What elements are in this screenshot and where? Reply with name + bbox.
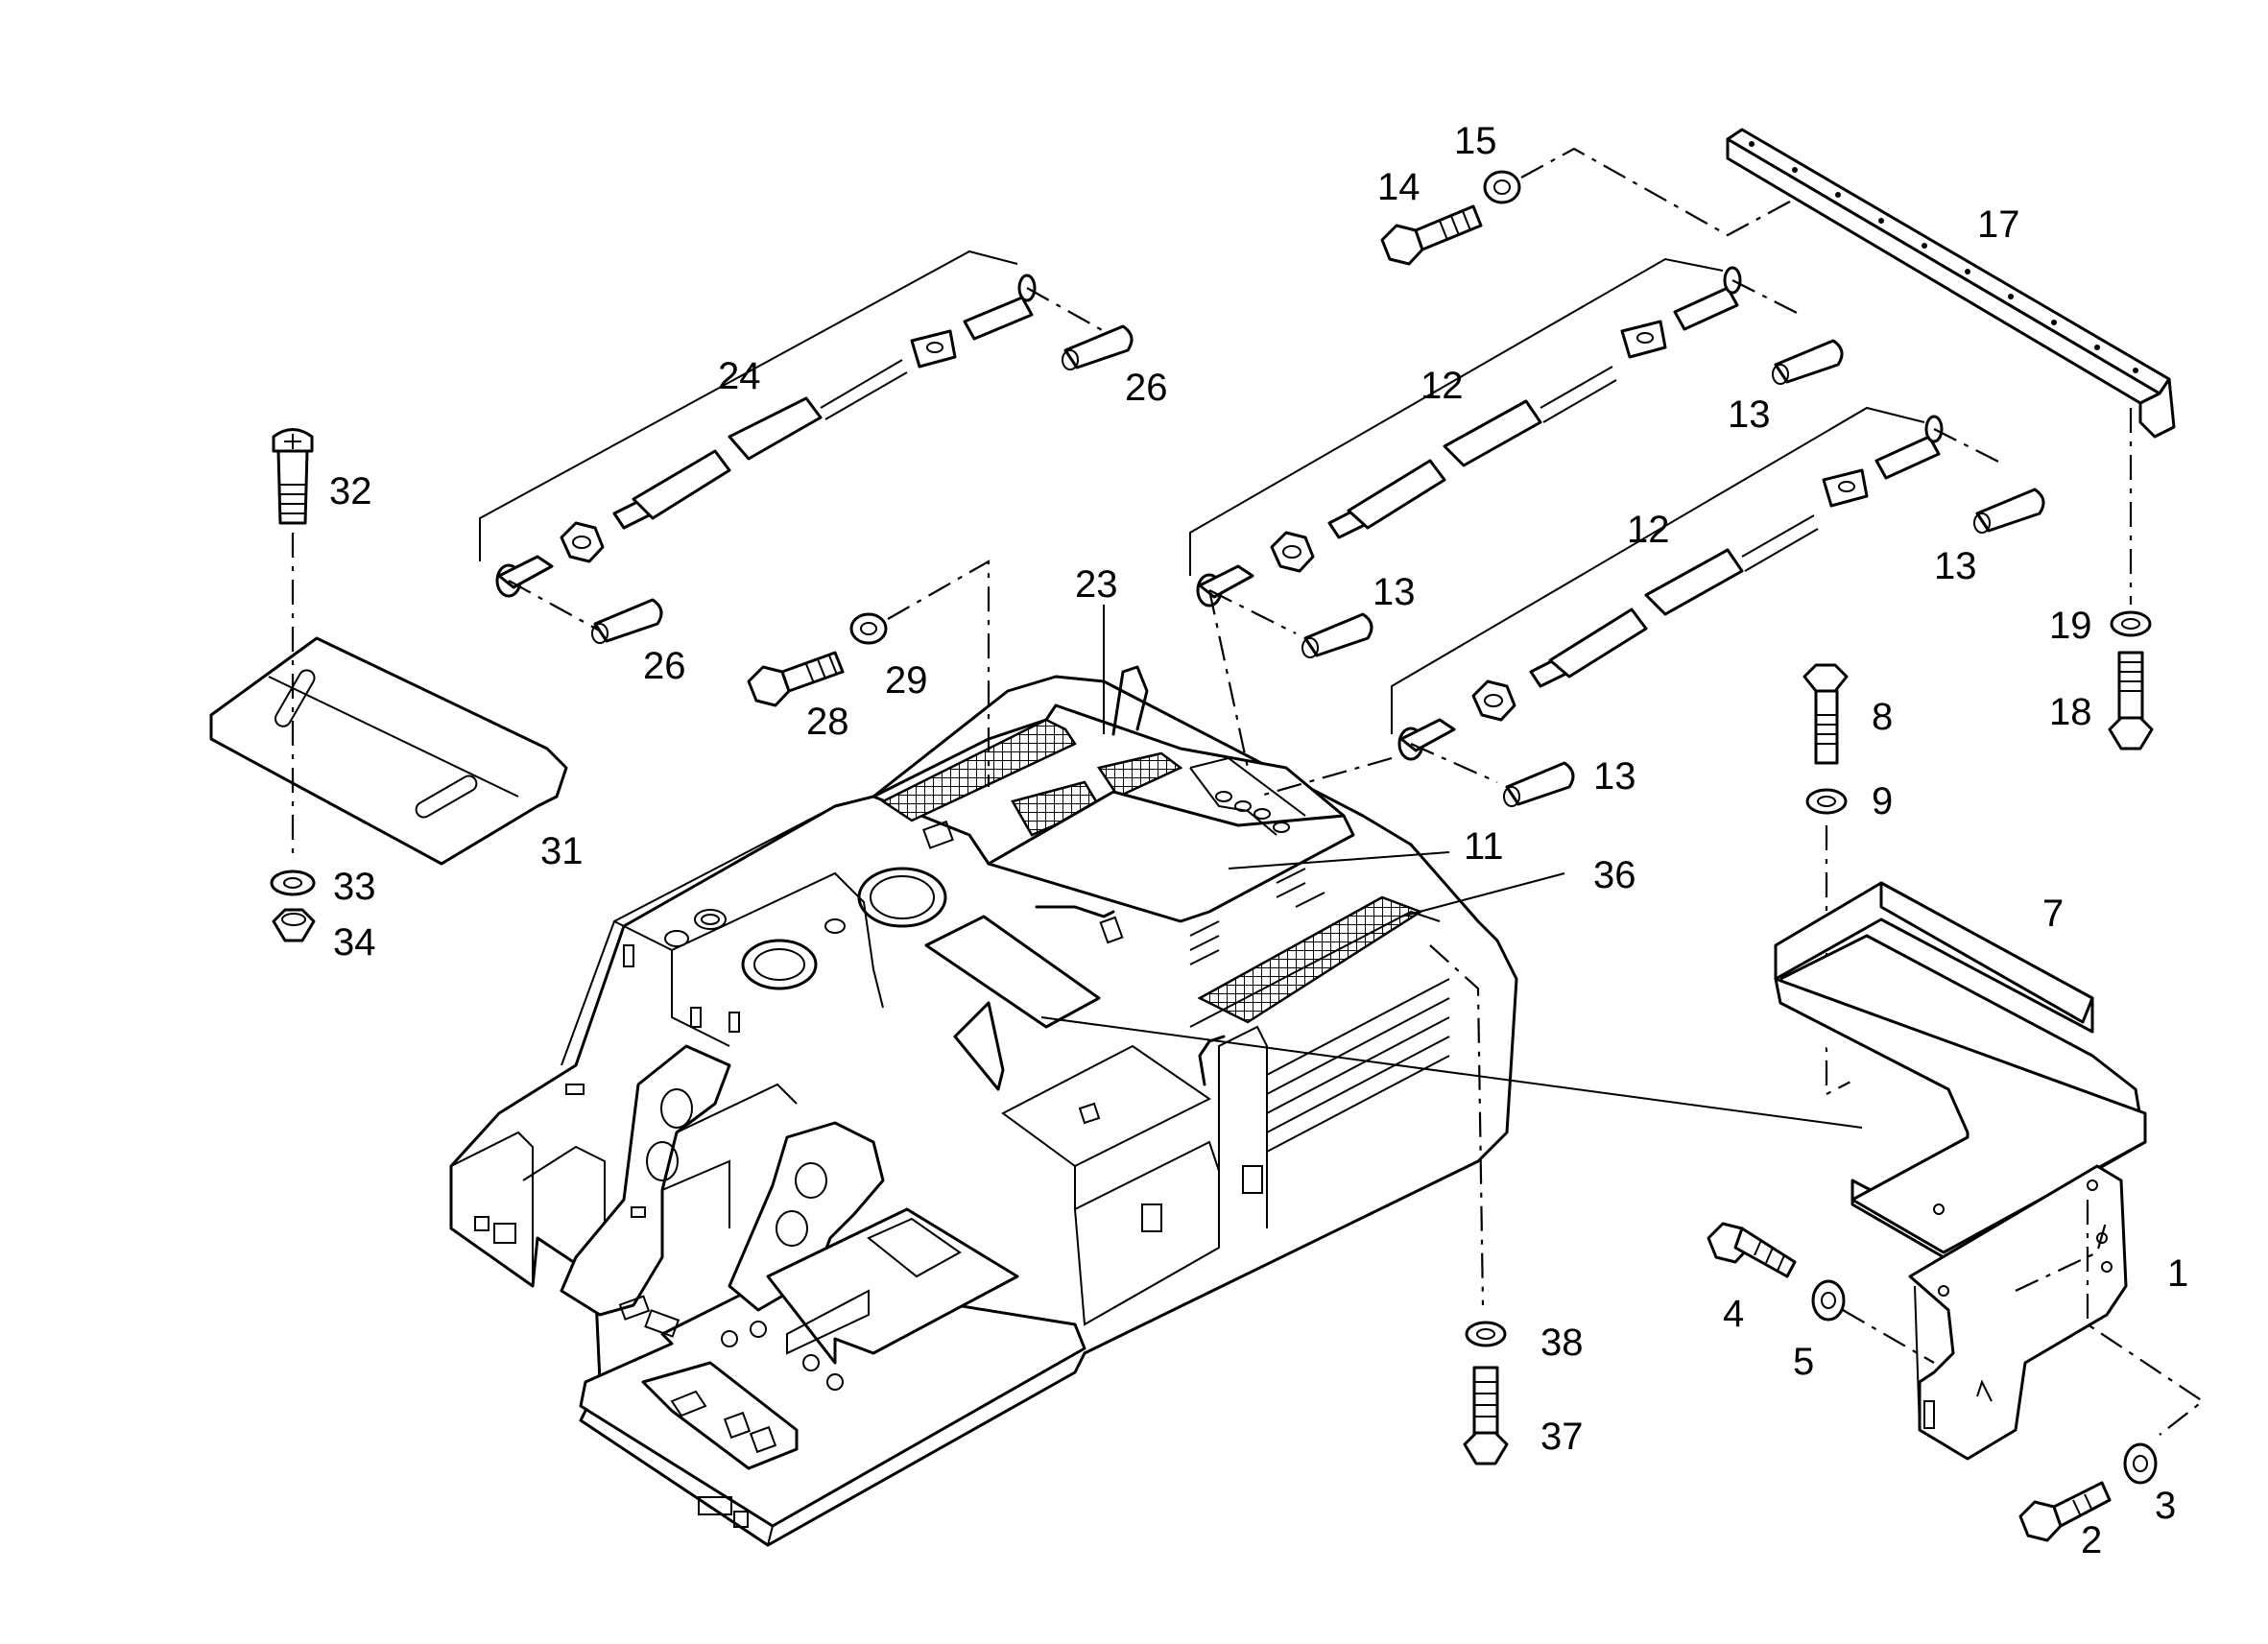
washer-9 [1805, 788, 1848, 815]
rail-17 [1726, 128, 2176, 439]
callout-12-upper: 12 [1420, 365, 1464, 407]
bolt-8 [1802, 663, 1849, 765]
callout-26-lower: 26 [643, 645, 686, 687]
callout-32: 32 [329, 470, 372, 512]
callout-14: 14 [1377, 166, 1420, 208]
callout-13-c: 13 [1934, 545, 1977, 587]
washer-33 [270, 870, 316, 896]
bolt-37 [1463, 1366, 1509, 1465]
callout-37: 37 [1540, 1416, 1584, 1458]
callout-15: 15 [1454, 120, 1497, 162]
axis-26a [508, 580, 606, 634]
clip-26-lower [591, 598, 663, 644]
washer-5 [1811, 1279, 1846, 1322]
callout-4: 4 [1723, 1293, 1744, 1335]
callout-29: 29 [885, 659, 928, 702]
bracket-1 [1908, 1164, 2128, 1461]
callout-7: 7 [2042, 893, 2064, 935]
clip-13-c [1503, 761, 1575, 807]
clip-13-b [1772, 339, 1844, 385]
bolt-4 [1707, 1222, 1797, 1278]
callout-13-b: 13 [1373, 571, 1416, 613]
callout-8: 8 [1872, 696, 1893, 738]
washer-38 [1465, 1321, 1507, 1347]
callout-36: 36 [1593, 854, 1636, 896]
axis-26b [1026, 287, 1105, 332]
machine-body [449, 665, 1518, 1547]
washer-19 [2110, 610, 2152, 637]
axis-13d [1933, 428, 2007, 466]
callout-5: 5 [1793, 1341, 1814, 1383]
axis-15 [1520, 147, 1791, 237]
axis-36 [1429, 944, 1485, 1306]
callout-12-lower: 12 [1627, 509, 1670, 551]
gas-strut-12-lower [1391, 406, 1944, 761]
bolt-28 [747, 651, 845, 707]
plate-7 [1774, 881, 2147, 1259]
screw-32 [272, 428, 314, 525]
gas-strut-12-upper [1189, 257, 1742, 608]
bolt-18 [2108, 651, 2154, 751]
axis-12b-to-body [1256, 756, 1393, 798]
callout-38: 38 [1540, 1322, 1584, 1364]
callout-26-upper: 26 [1125, 367, 1168, 409]
clip-13-d [1973, 488, 2045, 534]
washer-29 [849, 612, 888, 645]
callout-24: 24 [718, 355, 761, 397]
callout-23: 23 [1075, 563, 1118, 606]
clip-13-a [1301, 612, 1373, 658]
gas-strut-24 [479, 250, 1037, 598]
axis-bracket-inner [2015, 1218, 2109, 1292]
bolt-14 [1380, 204, 1483, 266]
axis-13c [1410, 742, 1498, 784]
callout-9: 9 [1872, 780, 1893, 822]
callout-2: 2 [2081, 1519, 2102, 1561]
callout-17: 17 [1977, 203, 2020, 246]
plate-31 [209, 636, 568, 866]
callout-31: 31 [540, 830, 584, 872]
washer-15 [1483, 170, 1521, 204]
axis-13b [1731, 279, 1805, 318]
axis-12-to-body [1207, 589, 1250, 769]
callout-13-d: 13 [1593, 755, 1636, 798]
nut-34 [272, 908, 316, 942]
washer-3 [2123, 1442, 2158, 1485]
callout-33: 33 [333, 866, 376, 908]
callout-18: 18 [2049, 691, 2092, 733]
callout-28: 28 [806, 701, 849, 743]
bolt-2 [2018, 1481, 2112, 1542]
callout-1: 1 [2167, 1252, 2188, 1295]
callout-34: 34 [333, 921, 376, 964]
axis-bracket-2 [2086, 1200, 2205, 1436]
axis-29 [887, 560, 991, 787]
callout-3: 3 [2155, 1485, 2176, 1527]
callout-11: 11 [1464, 825, 1504, 868]
callout-19: 19 [2049, 605, 2092, 647]
axis-13a [1208, 589, 1297, 634]
axis-5 [1842, 1309, 1935, 1364]
callout-labels: 1 2 3 4 5 7 8 9 11 12 12 13 13 13 13 14 … [329, 120, 2188, 1561]
callout-13-a: 13 [1728, 393, 1771, 436]
leader-lines [1040, 605, 1863, 1129]
clip-26-upper [1062, 324, 1134, 370]
